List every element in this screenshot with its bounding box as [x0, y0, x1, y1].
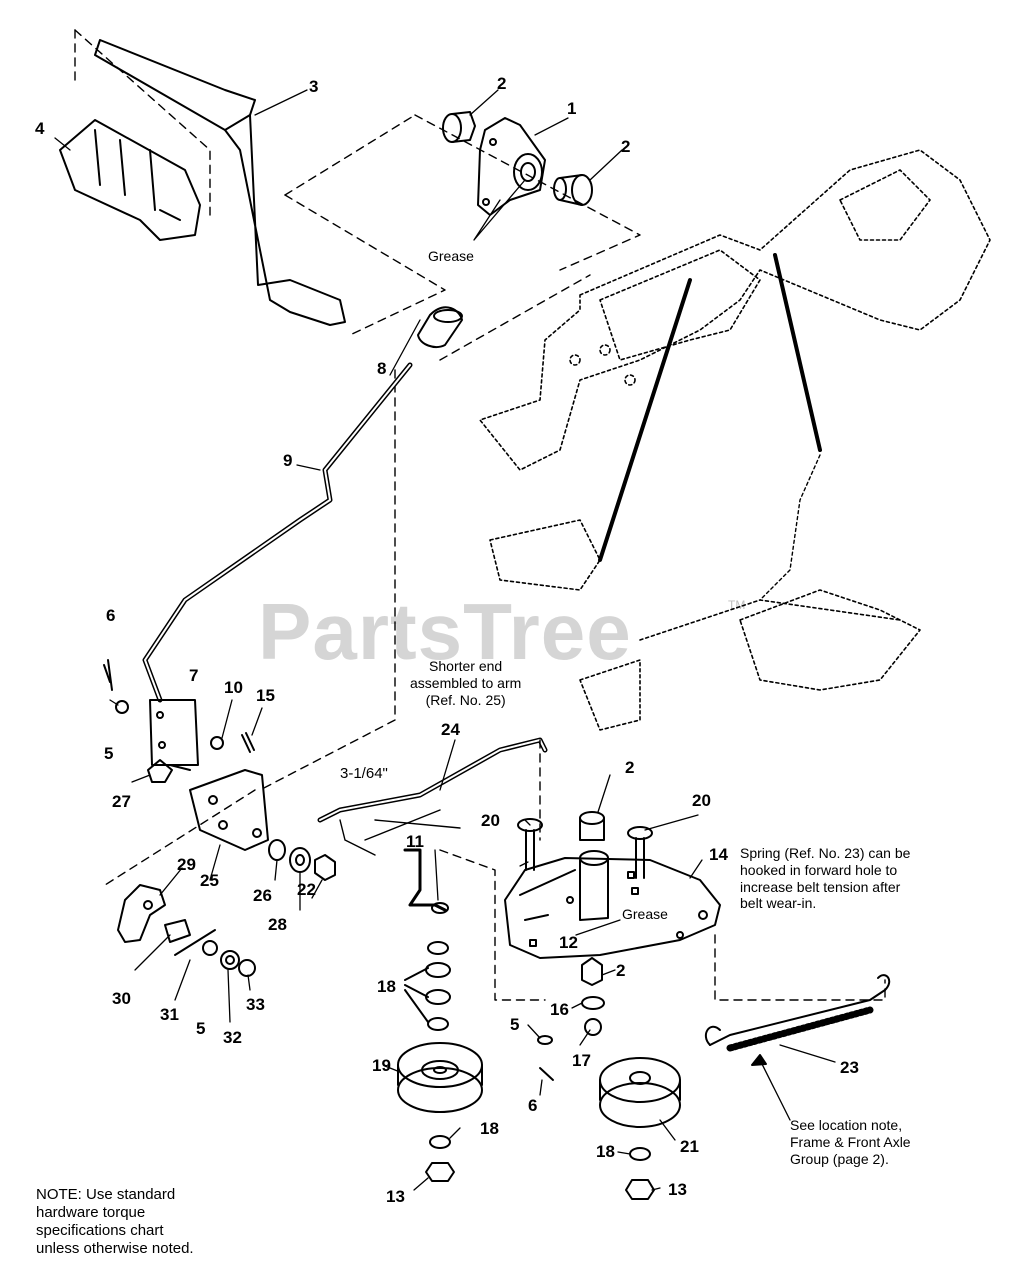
- callout-29: 29: [177, 855, 196, 874]
- callout-28: 28: [268, 915, 287, 934]
- cotter-pin-6b: [539, 1067, 554, 1081]
- callout-8: 8: [377, 359, 387, 378]
- pedal-arm: [94, 39, 346, 326]
- callout-5-right: 5: [510, 1015, 520, 1034]
- callout-18-lower: 18: [480, 1119, 499, 1138]
- callout-12: 12: [559, 933, 578, 952]
- callout-11: 11: [406, 832, 424, 851]
- washer-5: [115, 700, 129, 714]
- cotter-pin-15: [241, 732, 255, 753]
- partstree-watermark: PartsTree: [258, 587, 632, 676]
- callout-2-center: 2: [625, 758, 635, 777]
- shorter-end-note: Shorter end assembled to arm (Ref. No. 2…: [410, 658, 522, 708]
- nut-13a: [425, 1162, 455, 1182]
- callout-4: 4: [35, 119, 45, 138]
- bolt-27: [147, 759, 191, 783]
- callout-16: 16: [550, 1000, 569, 1019]
- idler-plate: [504, 857, 721, 959]
- washer-18b: [429, 1135, 451, 1149]
- callout-5-left: 5: [104, 744, 114, 763]
- knob: [417, 306, 463, 348]
- callout-10: 10: [224, 678, 243, 697]
- callout-20-left: 20: [481, 811, 500, 830]
- bushing-lower: [581, 957, 603, 986]
- callout-5-lower: 5: [196, 1019, 206, 1038]
- grease-label-top: Grease: [428, 248, 474, 264]
- washer-32: [220, 950, 240, 970]
- bushing-top-left: [442, 111, 476, 143]
- callout-26: 26: [253, 886, 272, 905]
- washer-26: [268, 839, 286, 861]
- bracket-29: [117, 884, 166, 943]
- callout-18-stack: 18: [377, 977, 396, 996]
- washer-18c: [629, 1147, 651, 1161]
- callout-1: 1: [567, 99, 577, 118]
- callout-7: 7: [189, 666, 199, 685]
- callout-17: 17: [572, 1051, 591, 1070]
- washer-28: [289, 847, 311, 873]
- nut-13b: [625, 1179, 655, 1200]
- callout-13-right: 13: [668, 1180, 687, 1199]
- spring-31: [174, 929, 216, 956]
- dimension-label: 3-1/64": [340, 765, 388, 782]
- callout-25: 25: [200, 871, 219, 890]
- spring-note: Spring (Ref. No. 23) can be hooked in fo…: [740, 845, 911, 912]
- callout-22: 22: [297, 880, 316, 899]
- callout-13-left: 13: [386, 1187, 405, 1206]
- leader-lines: [54, 89, 836, 1191]
- callout-2-top-right: 2: [621, 137, 631, 156]
- callout-6-right: 6: [528, 1096, 538, 1115]
- bushing-top-right: [553, 174, 593, 206]
- callout-2-lower: 2: [616, 961, 626, 980]
- torque-note: NOTE: Use standard hardware torque speci…: [36, 1186, 194, 1257]
- control-rod-inner: [144, 364, 411, 701]
- callout-32: 32: [223, 1028, 242, 1047]
- location-note: See location note, Frame & Front Axle Gr…: [790, 1117, 911, 1167]
- frame-outline: [479, 149, 991, 731]
- washer-5b: [202, 940, 218, 956]
- spring-23: [704, 974, 891, 1052]
- arm-plate: [189, 769, 269, 851]
- callout-9: 9: [283, 451, 293, 470]
- bushing-center: [579, 811, 605, 841]
- callout-19: 19: [372, 1056, 391, 1075]
- callout-21: 21: [680, 1137, 699, 1156]
- pulley-19: [397, 1042, 483, 1113]
- callout-24: 24: [441, 720, 460, 739]
- callout-6-left: 6: [106, 606, 116, 625]
- callout-2-top-left: 2: [497, 74, 507, 93]
- callout-20-right: 20: [692, 791, 711, 810]
- callout-23: 23: [840, 1058, 859, 1077]
- grease-label-plate: Grease: [622, 906, 668, 922]
- washer-5c: [537, 1035, 553, 1045]
- spacer-30: [164, 919, 191, 943]
- callout-33: 33: [246, 995, 265, 1014]
- pulley-21: [599, 1057, 681, 1128]
- washer-16: [581, 996, 605, 1010]
- pivot-rod: [403, 848, 447, 912]
- bolt-20-right: [627, 826, 653, 879]
- callout-27: 27: [112, 792, 131, 811]
- callout-3: 3: [309, 77, 319, 96]
- pedal-pad: [59, 119, 201, 241]
- bolt-20-left: [517, 818, 543, 871]
- cotter-pin: [103, 659, 113, 691]
- washer-10: [210, 736, 224, 750]
- ring-17: [584, 1018, 602, 1036]
- pivot-bracket: [477, 117, 546, 216]
- pivot-tube: [579, 857, 609, 921]
- callout-15: 15: [256, 686, 275, 705]
- callout-31: 31: [160, 1005, 179, 1024]
- callout-14: 14: [709, 845, 728, 864]
- link-plate: [149, 699, 199, 766]
- callout-30: 30: [112, 989, 131, 1008]
- callout-18-right: 18: [596, 1142, 615, 1161]
- nut-33: [238, 959, 256, 977]
- nut-22: [314, 854, 336, 881]
